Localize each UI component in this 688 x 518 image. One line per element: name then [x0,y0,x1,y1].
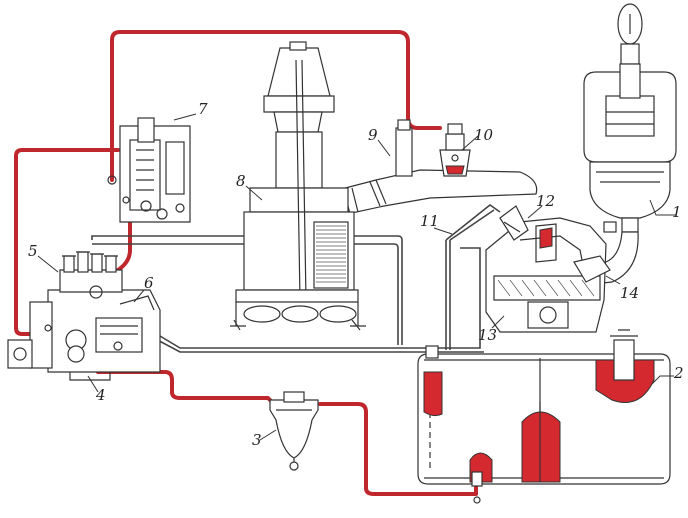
callout-5: 5 [28,242,38,260]
fuel-line-left-loop [14,148,120,336]
fine-filter [107,117,191,223]
fuel-valve [439,123,471,177]
callout-2: 2 [673,364,684,382]
callout-1: 1 [672,203,682,221]
callout-6: 6 [144,274,154,292]
return-line-lower [149,247,481,349]
injector-line-inner [449,209,495,241]
fuel-tank [417,329,671,504]
return-line-upper [91,235,403,345]
callout-7: 7 [198,100,208,118]
callout-9: 9 [368,126,378,144]
air-cleaner [583,3,677,285]
callout-labels: 1 2 3 4 5 6 7 8 9 10 11 12 13 14 [28,100,684,449]
callout-8: 8 [236,172,246,190]
injector-line [445,204,501,241]
coarse-filter [269,391,319,471]
callout-3: 3 [252,431,262,449]
callout-12: 12 [536,192,555,210]
return-lines [91,204,501,353]
radiator [230,41,366,331]
fuel-line-filter3-to-tank [318,402,478,496]
callout-11: 11 [420,212,439,230]
callout-13: 13 [478,326,497,344]
callout-4: 4 [95,386,106,404]
return-line-upper-inner [92,243,399,345]
fuel-line-pump-to-filter7 [110,30,442,182]
intake-pipe [329,119,538,217]
callout-10: 10 [474,126,494,144]
injection-pump [7,251,161,381]
leader-lines [37,113,676,441]
fuel-line-pump-to-filter3 [96,370,274,404]
engine-block [485,205,611,333]
callout-14: 14 [620,284,639,302]
